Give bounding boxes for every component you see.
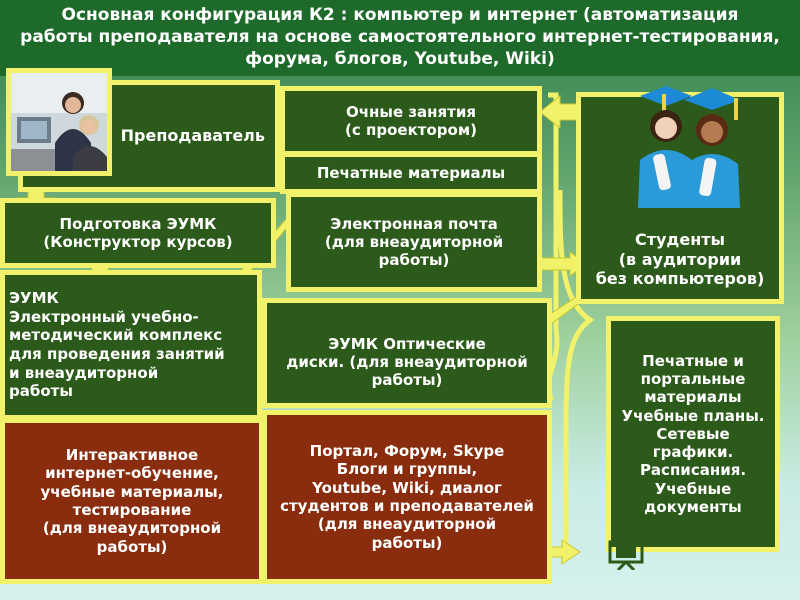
print-portal-label: Печатные и портальные материалы Учебные … <box>621 351 765 517</box>
eumk-box: ЭУМК Электронный учебно- методический ко… <box>0 270 262 420</box>
email-label: Электронная почта (для внеаудиторной раб… <box>324 214 504 270</box>
email-box: Электронная почта (для внеаудиторной раб… <box>286 192 542 292</box>
students-illustration <box>622 80 752 208</box>
page-title: Основная конфигурация К2 : компьютер и и… <box>0 0 800 76</box>
eumk-label: ЭУМК Электронный учебно- методический ко… <box>9 289 225 401</box>
brace-line <box>557 189 595 560</box>
prep-box: Подготовка ЭУМК (Конструктор курсов) <box>0 198 276 268</box>
printed-box: Печатные материалы <box>280 152 542 194</box>
printed-label: Печатные материалы <box>316 163 506 182</box>
teacher-photo <box>6 68 112 176</box>
presentation-icon <box>608 536 648 572</box>
portal-box: Портал, Форум, Skype Блоги и группы, You… <box>262 410 552 584</box>
in-person-box: Очные занятия (с проектором) <box>280 86 542 156</box>
optical-label: ЭУМК Оптические диски. (для внеаудиторно… <box>286 334 528 390</box>
portal-label: Портал, Форум, Skype Блоги и группы, You… <box>280 442 534 552</box>
interactive-label: Интерактивное интернет-обучение, учебные… <box>40 446 224 556</box>
in-person-label: Очные занятия (с проектором) <box>345 102 477 139</box>
interactive-box: Интерактивное интернет-обучение, учебные… <box>0 418 264 584</box>
students-label: Студенты (в аудитории без компьютеров) <box>595 230 765 289</box>
print-portal-box: Печатные и портальные материалы Учебные … <box>606 316 780 552</box>
prep-label: Подготовка ЭУМК (Конструктор курсов) <box>43 214 233 251</box>
optical-box: ЭУМК Оптические диски. (для внеаудиторно… <box>262 298 552 408</box>
teacher-label: Преподаватель <box>120 126 265 146</box>
brace-line-top <box>548 92 559 330</box>
